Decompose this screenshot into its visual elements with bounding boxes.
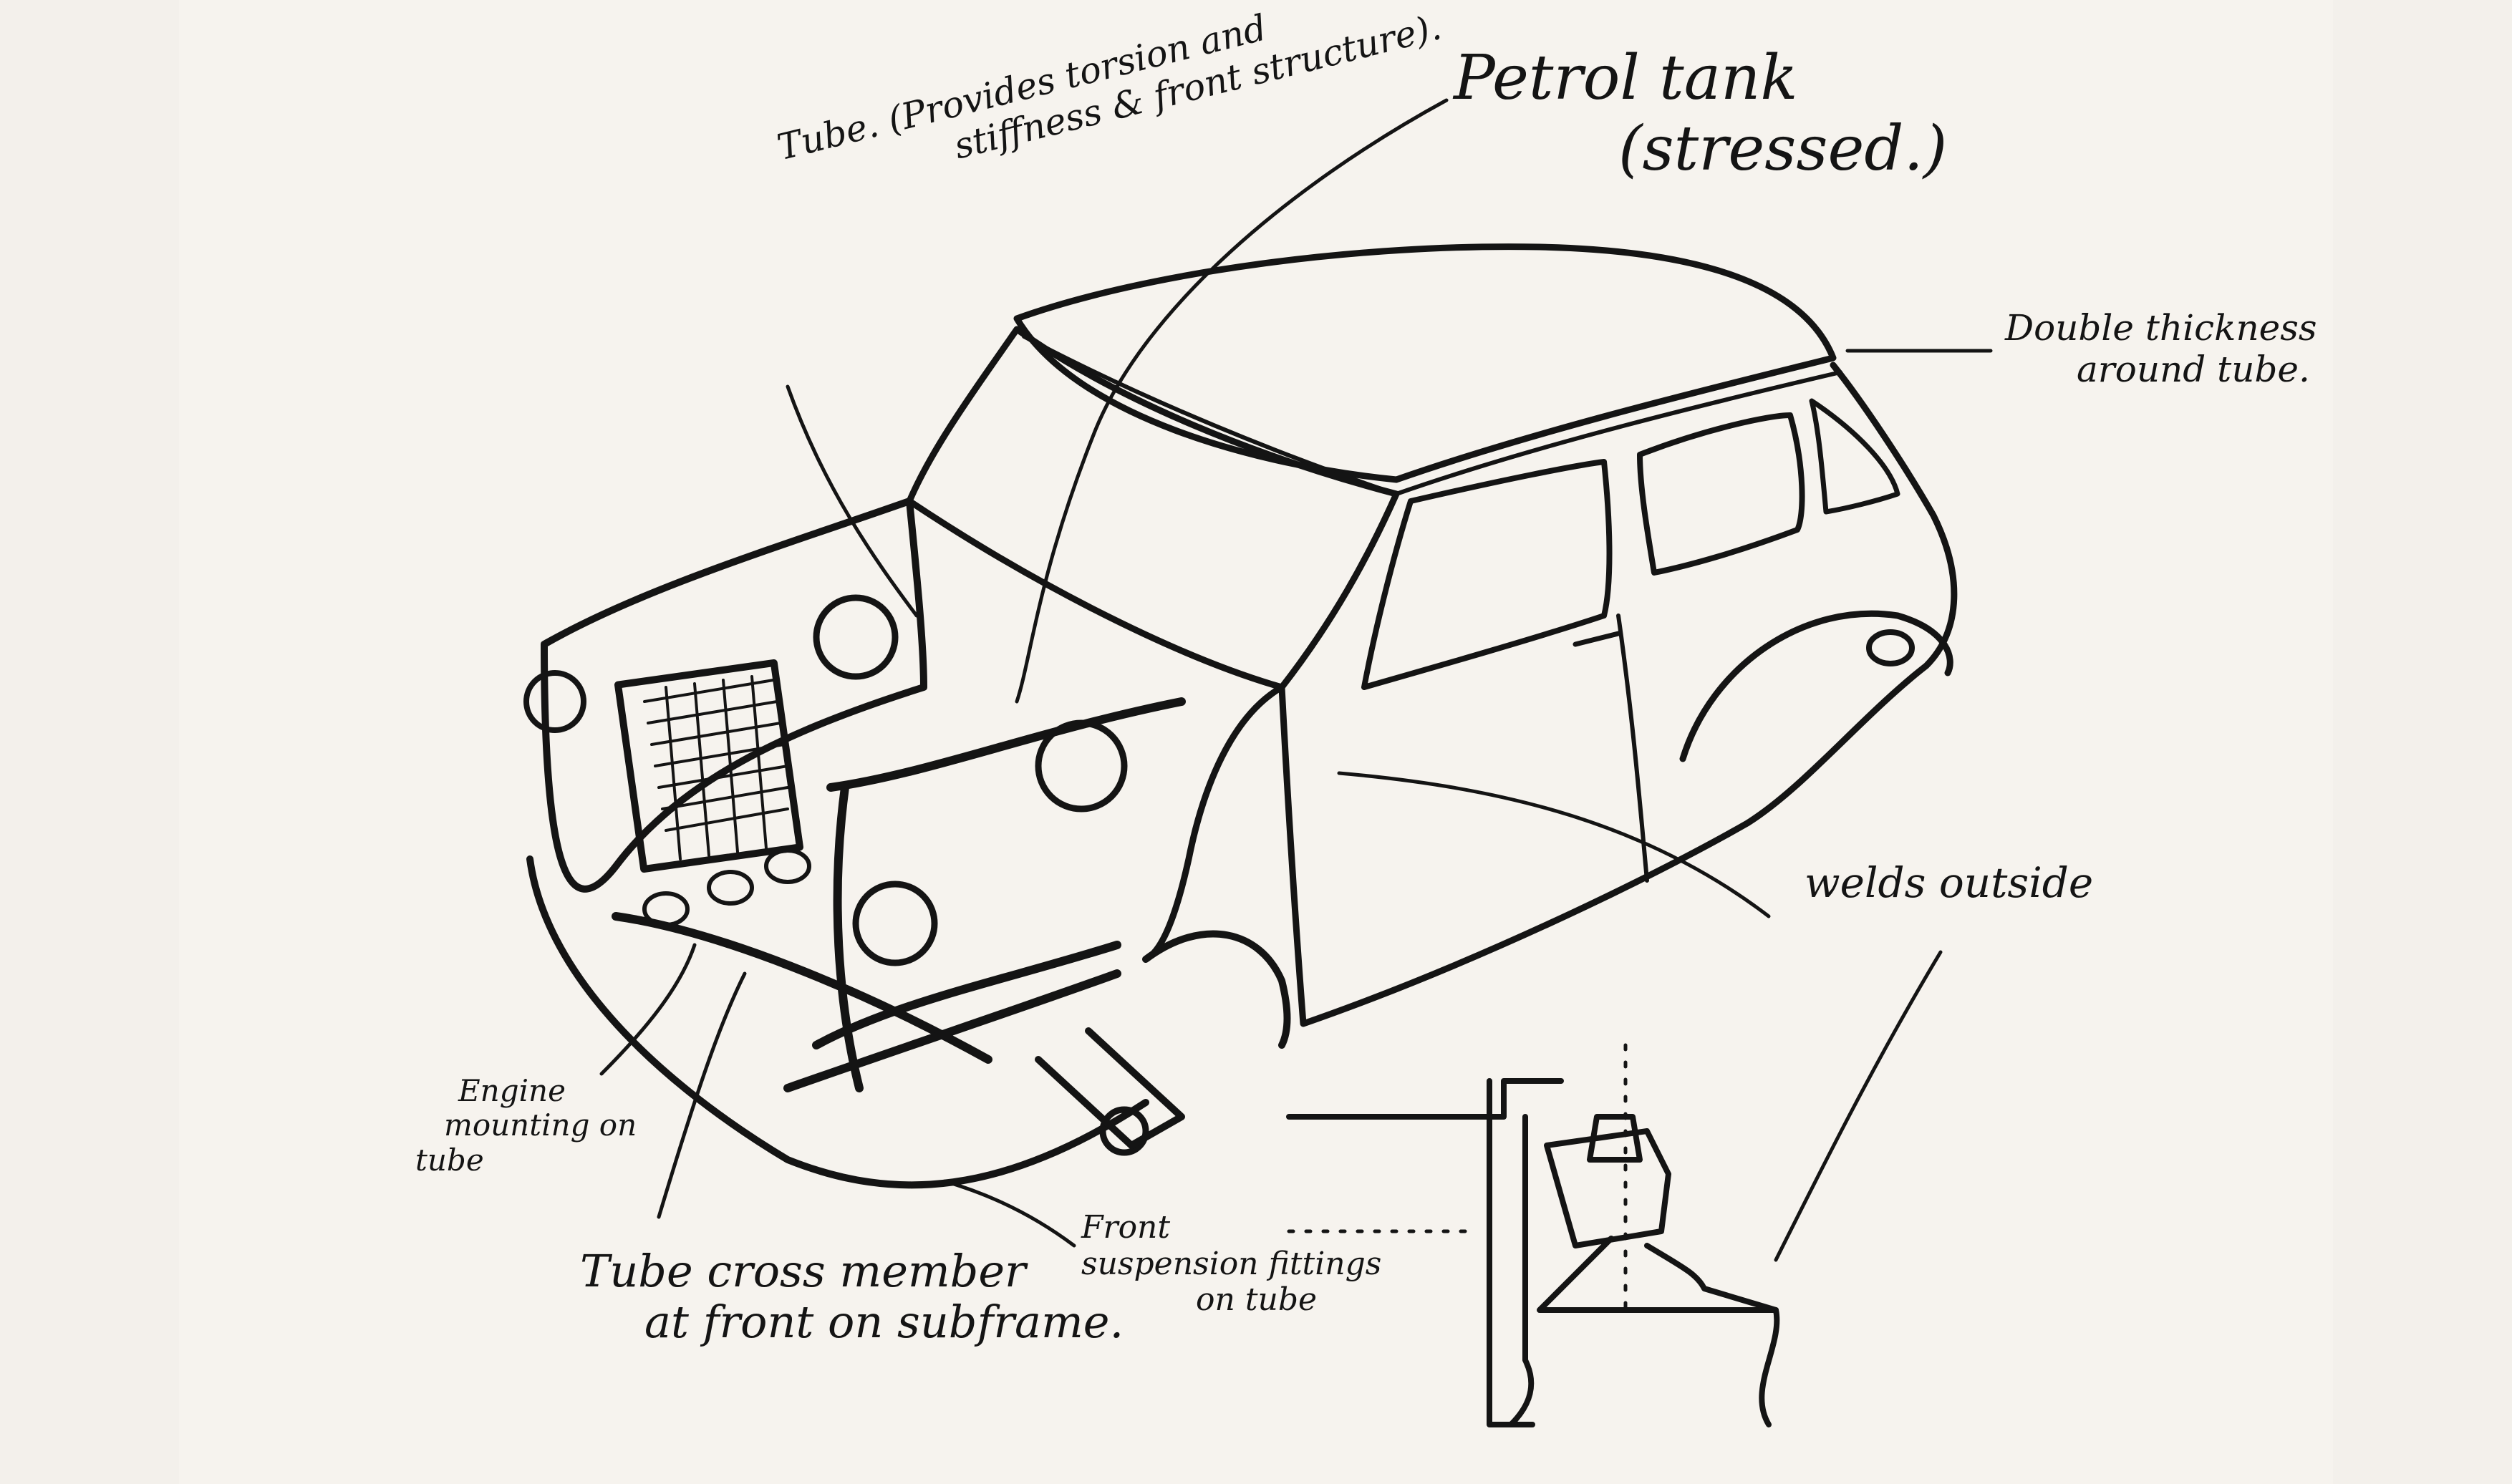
windscreen xyxy=(906,326,1400,691)
side-window-rear xyxy=(1637,412,1805,576)
floor-hole-2 xyxy=(707,870,754,906)
rear-hub xyxy=(1866,629,1915,666)
subframe xyxy=(612,697,1186,1092)
leader-welds-detail xyxy=(1774,950,1943,1262)
label-double-thickness-line2: around tube. xyxy=(2077,348,2310,390)
roof-outline xyxy=(1013,243,1837,483)
headlight xyxy=(523,670,586,733)
leader-welds xyxy=(1337,771,1771,918)
label-welds-outside: welds outside xyxy=(1805,858,2094,907)
label-front-suspension-line3: on tube xyxy=(1196,1281,1318,1319)
paper-margin-right xyxy=(2333,0,2512,1484)
leader-lines xyxy=(599,98,1993,1262)
label-double-thickness-line1: Double thickness xyxy=(2005,307,2317,349)
radiator xyxy=(614,659,804,873)
label-tube-cross-line2: at front on subframe. xyxy=(644,1296,1124,1349)
suspension-arm xyxy=(1035,1027,1185,1149)
front-wheel-arch xyxy=(1142,930,1291,1049)
label-tube-cross-member: Tube cross member at front on subframe. xyxy=(580,1246,1124,1348)
label-engine-mounting: Engine mounting on tube xyxy=(415,1073,637,1178)
label-engine-mounting-line3: tube xyxy=(415,1142,484,1178)
front-cross-tube xyxy=(783,969,1121,1092)
body-side xyxy=(1278,362,1958,1027)
leader-tube-cross xyxy=(657,971,747,1219)
floor-hole-3 xyxy=(764,848,811,884)
leader-engine-mounting xyxy=(599,943,697,1076)
leader-tube-roof xyxy=(786,384,919,618)
suspension-fitting xyxy=(1099,1106,1149,1156)
label-tube-cross-line1: Tube cross member xyxy=(580,1245,1026,1297)
door-handle xyxy=(1573,631,1621,647)
rear-wheel-arch xyxy=(1679,610,1953,762)
label-petrol-tank-line1: Petrol tank xyxy=(1454,42,1798,114)
front-panel xyxy=(541,498,927,893)
label-front-suspension-line2: suspension fittings xyxy=(1081,1245,1382,1282)
label-petrol-tank-line2: (stressed.) xyxy=(1618,112,1948,185)
section-detail xyxy=(1286,1043,1780,1427)
leader-petrol-tank xyxy=(1015,98,1449,704)
engine-bay-ring-3 xyxy=(852,881,938,966)
label-front-suspension: Front suspension fittings on tube xyxy=(1081,1209,1382,1319)
label-petrol-tank: Petrol tank (stressed.) xyxy=(1454,43,1947,185)
paper-margin-left xyxy=(0,0,179,1484)
rear-quarter-window xyxy=(1809,398,1900,515)
label-front-suspension-line1: Front xyxy=(1081,1209,1171,1246)
front-valance xyxy=(526,855,1149,1189)
door-line xyxy=(1616,614,1649,883)
radiator-core xyxy=(643,675,789,860)
leader-front-suspension xyxy=(943,1179,1076,1248)
label-engine-mounting-line1: Engine xyxy=(458,1073,566,1108)
label-double-thickness: Double thickness around tube. xyxy=(2005,307,2317,390)
floor-hole-1 xyxy=(642,891,690,927)
front-wing xyxy=(1142,684,1285,963)
label-engine-mounting-line2: mounting on xyxy=(444,1107,637,1143)
engine-bay-ring-1 xyxy=(813,594,899,680)
side-window-front xyxy=(1361,459,1613,690)
